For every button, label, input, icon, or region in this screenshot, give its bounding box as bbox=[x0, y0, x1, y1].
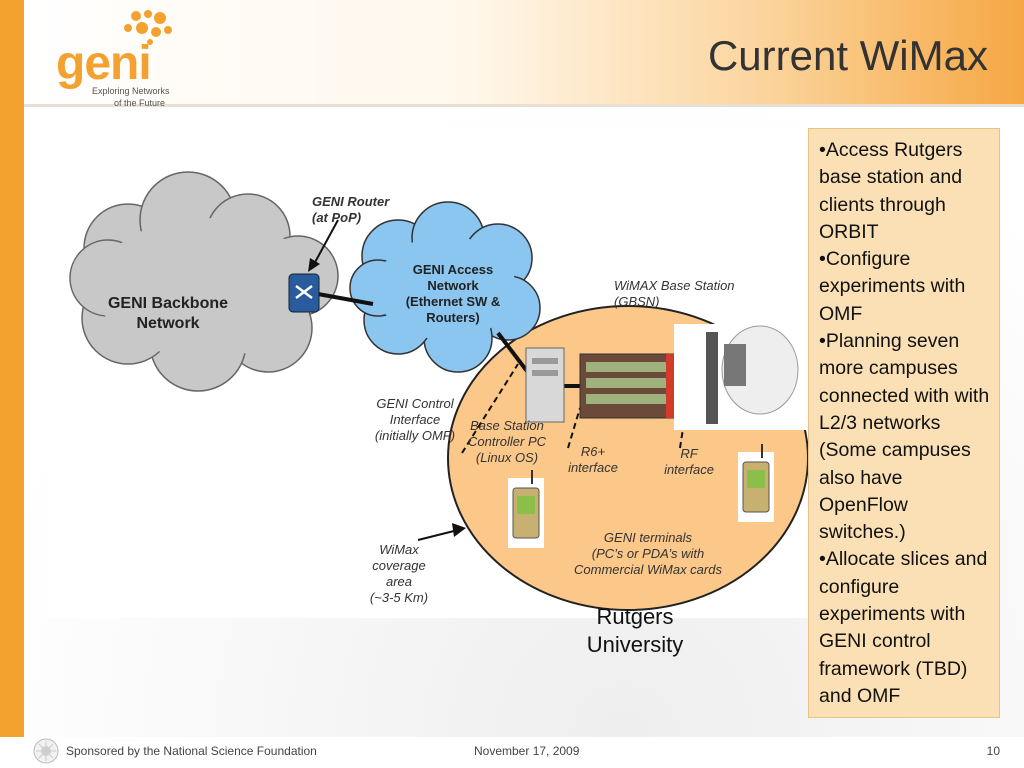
router-label-line: (at PoP) bbox=[312, 210, 362, 225]
caption-line: Rutgers bbox=[596, 604, 674, 629]
coverage-label-line: WiMax bbox=[379, 542, 419, 557]
router-pointer-arrow bbox=[312, 219, 339, 267]
bullet-box: •Access Rutgers base station and clients… bbox=[808, 128, 1000, 718]
bs-label-line: (GBSN) bbox=[614, 294, 660, 309]
footer-date: November 17, 2009 bbox=[474, 744, 580, 758]
terminals-label-line: GENI terminals bbox=[603, 530, 693, 545]
server-icon bbox=[525, 347, 565, 423]
footer bbox=[0, 737, 1024, 768]
bsc-label-line: Controller PC bbox=[467, 434, 547, 449]
left-accent-stripe bbox=[0, 0, 24, 768]
bullet-item: •Planning seven more campuses connected … bbox=[819, 330, 990, 544]
router-icon bbox=[288, 273, 320, 313]
bsc-label-line: (Linux OS) bbox=[475, 450, 539, 465]
coverage-label-line: coverage bbox=[372, 558, 426, 573]
backbone-cloud bbox=[69, 171, 339, 392]
antenna-icon bbox=[674, 324, 806, 430]
rf-interface-label: RF interface bbox=[654, 446, 724, 478]
control-label-line: GENI Control bbox=[376, 396, 454, 411]
geni-logo: geni Exploring Networks of the Future bbox=[56, 6, 196, 108]
r6-label-line: interface bbox=[568, 460, 618, 475]
terminals-label: GENI terminals (PC’s or PDA’s with Comme… bbox=[564, 530, 732, 578]
access-label-line: GENI Access bbox=[412, 262, 494, 277]
bullet-item: •Access Rutgers base station and clients… bbox=[819, 139, 963, 243]
coverage-label-line: area bbox=[385, 574, 413, 589]
access-cloud bbox=[349, 201, 541, 373]
coverage-label-line: (~3-5 Km) bbox=[369, 590, 429, 605]
coverage-pointer-arrow bbox=[417, 529, 459, 541]
access-label-line: (Ethernet SW & bbox=[405, 294, 501, 309]
logo-word: geni bbox=[56, 37, 152, 90]
rf-label-line: RF bbox=[680, 446, 698, 461]
router-access-link bbox=[317, 292, 374, 306]
geni-logo-dots-icon bbox=[124, 10, 172, 45]
control-interface-label: GENI Control Interface (initially OMF) bbox=[360, 396, 470, 444]
bs-controller-label: Base Station Controller PC (Linux OS) bbox=[462, 418, 552, 466]
pda-icon bbox=[738, 444, 774, 522]
logo-tagline-2: of the Future bbox=[114, 98, 166, 108]
logo-tagline-1: Exploring Networks bbox=[92, 86, 170, 96]
access-label-line: Routers) bbox=[426, 310, 480, 325]
diagram-graphics bbox=[69, 171, 808, 611]
router-label: GENI Router (at PoP) bbox=[312, 194, 402, 226]
wimax-diagram: GENI Backbone Network GENI Router (at Po… bbox=[48, 128, 808, 618]
bsc-label-line: Base Station bbox=[470, 418, 544, 433]
r6-label-line: R6+ bbox=[580, 444, 606, 459]
base-station-label: WiMAX Base Station (GBSN) bbox=[614, 278, 764, 310]
bullet-item: •Allocate slices and configure experimen… bbox=[819, 548, 988, 707]
caption-line: University bbox=[586, 632, 684, 657]
slide-title: Current WiMax bbox=[707, 32, 988, 79]
rf-label-line: interface bbox=[664, 462, 714, 477]
bullet-item: •Configure experiments with OMF bbox=[819, 248, 966, 325]
rutgers-caption: Rutgers University bbox=[560, 603, 710, 659]
terminals-label-line: (PC’s or PDA’s with bbox=[591, 546, 705, 561]
r6-interface-label: R6+ interface bbox=[558, 444, 628, 476]
footer-page-number: 10 bbox=[986, 744, 1000, 758]
router-label-line: GENI Router bbox=[312, 194, 390, 209]
backbone-label-line: Network bbox=[136, 315, 200, 332]
backbone-cloud-label: GENI Backbone Network bbox=[88, 294, 248, 334]
access-cloud-label: GENI Access Network (Ethernet SW & Route… bbox=[388, 262, 518, 326]
access-label-line: Network bbox=[427, 278, 479, 293]
coverage-area-label: WiMax coverage area (~3-5 Km) bbox=[364, 542, 434, 606]
footer-sponsor: Sponsored by the National Science Founda… bbox=[66, 744, 317, 758]
control-label-line: Interface bbox=[389, 412, 441, 427]
terminals-label-line: Commercial WiMax cards bbox=[574, 562, 722, 577]
control-label-line: (initially OMF) bbox=[374, 428, 456, 443]
control-interface-dashed-line bbox=[461, 363, 519, 454]
r6-dashed-line bbox=[567, 407, 581, 449]
rack-icon bbox=[579, 353, 681, 419]
header-band bbox=[24, 0, 1024, 106]
nsf-logo-icon bbox=[33, 738, 59, 764]
backbone-label-line: GENI Backbone bbox=[107, 295, 229, 312]
header-divider bbox=[24, 104, 1024, 107]
bs-label-line: WiMAX Base Station bbox=[614, 278, 735, 293]
pda-icon bbox=[508, 470, 544, 548]
